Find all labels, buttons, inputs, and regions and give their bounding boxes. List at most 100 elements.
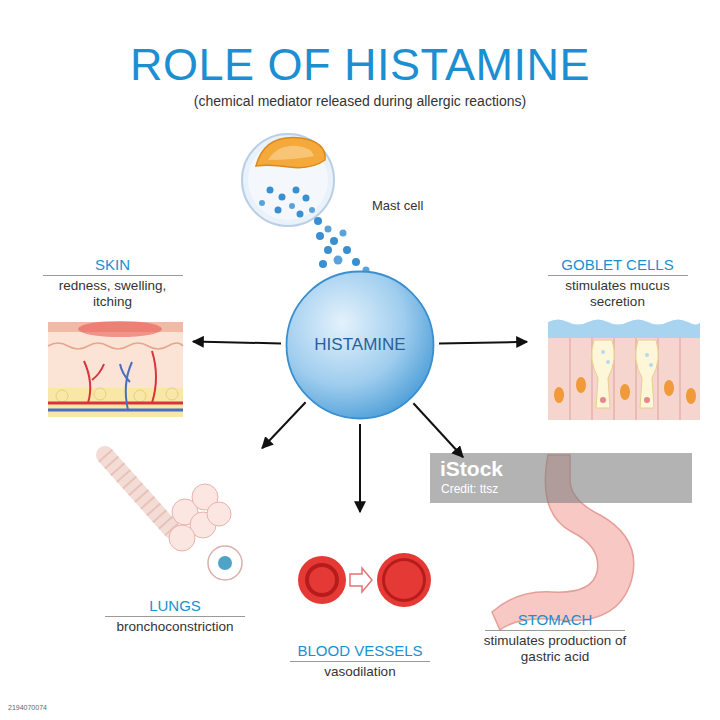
effect-arrow	[413, 403, 463, 457]
mast-cell-illustration	[242, 134, 334, 226]
circle-outline	[287, 272, 434, 419]
watermark-band	[430, 453, 692, 503]
watermark-text: iStock	[440, 456, 503, 481]
watermark-band	[430, 453, 692, 503]
goblet-cells-illustration	[601, 350, 605, 354]
mast-cell-illustration	[340, 230, 347, 237]
organ-heading: BLOOD VESSELS	[290, 641, 430, 662]
lungs-illustration	[207, 502, 231, 526]
lungs-illustration	[105, 455, 172, 530]
mast-cell-illustration	[352, 258, 360, 266]
skin-illustration	[48, 402, 183, 405]
organ-heading: STOMACH	[485, 610, 625, 631]
goblet-cells-illustration	[548, 320, 700, 421]
mast-cell-illustration	[343, 246, 351, 254]
goblet-cells-illustration	[664, 380, 674, 396]
organ-node: BLOOD VESSELS vasodilation	[275, 515, 445, 680]
effect-text: redness, swelling, itching	[38, 278, 188, 310]
mast-cell-illustration	[259, 200, 265, 206]
organ-heading: GOBLET CELLS	[548, 255, 688, 276]
effect-arrow	[359, 424, 361, 512]
skin-illustration	[120, 362, 132, 410]
skin-illustration	[94, 388, 106, 400]
mast-cell-illustration	[256, 138, 325, 168]
goblet-cells-illustration	[686, 388, 696, 404]
mast-cell-illustration	[268, 146, 314, 160]
lungs-illustration	[105, 455, 242, 580]
mast-cell-illustration	[330, 237, 338, 245]
mast-cell-illustration	[309, 207, 315, 213]
goblet-cells-illustration	[592, 340, 615, 408]
skin-illustration	[48, 388, 183, 417]
blood-vessels-illustration	[385, 561, 423, 599]
organ-node: GOBLET CELLSstimulates mucus secretion	[530, 255, 705, 425]
blood-vessels-illustration	[309, 567, 335, 593]
skin-illustration	[134, 390, 146, 402]
effect-arrow	[193, 342, 281, 344]
mast-cell-illustration	[334, 256, 343, 265]
skin-illustration	[78, 321, 162, 337]
image-id: 2194070074	[8, 704, 47, 712]
diagram-title: ROLE OF HISTAMINE	[0, 40, 720, 90]
skin-illustration	[166, 388, 178, 400]
goblet-cells-illustration	[570, 338, 680, 420]
skin-illustration	[152, 351, 156, 403]
goblet-cells-illustration	[576, 377, 586, 393]
mast-cell-illustration	[297, 211, 304, 218]
goblet-cells-illustration	[600, 397, 606, 403]
mast-cell-illustration	[319, 260, 327, 268]
mediator-circle: HISTAMINE	[285, 270, 435, 420]
lungs-illustration	[208, 546, 242, 580]
skin-illustration	[48, 343, 183, 349]
goblet-cells-illustration	[554, 387, 564, 403]
organ-heading: LUNGS	[105, 596, 245, 617]
diagram-subtitle: (chemical mediator released during aller…	[0, 92, 720, 110]
mast-cell-illustration	[293, 187, 300, 194]
mast-cell-illustration	[316, 232, 324, 240]
goblet-cells-illustration	[606, 360, 610, 364]
node-label: HISTAMINE	[314, 335, 405, 355]
goblet-cells-illustration	[645, 353, 649, 357]
mast-cell-illustration	[279, 194, 286, 201]
mast-cell-illustration	[303, 195, 310, 202]
lungs-illustration	[169, 525, 195, 551]
watermark-credit: Credit: ttsz	[441, 482, 498, 496]
blood-vessels-illustration	[377, 553, 431, 607]
skin-illustration	[56, 390, 68, 402]
effect-text: vasodilation	[324, 664, 395, 680]
goblet-cells-illustration	[548, 332, 700, 420]
effect-arrow	[262, 402, 306, 448]
effect-text: stimulates mucus secretion	[543, 278, 693, 310]
goblet-cells-illustration	[644, 397, 650, 403]
skin-illustration	[84, 361, 104, 403]
organ-node: SKINredness, swelling, itching	[35, 255, 190, 425]
mast-cell-illustration	[275, 207, 282, 214]
mast-cell-illustration	[242, 134, 370, 274]
goblet-cells-illustration	[649, 363, 653, 367]
mast-cell-illustration	[267, 187, 274, 194]
organ-node: LUNGS bronchoconstriction	[90, 445, 260, 635]
organ-heading: SKIN	[43, 255, 183, 276]
mast-cell-illustration	[324, 246, 332, 254]
lungs-illustration	[218, 556, 232, 570]
effect-text: bronchoconstriction	[116, 619, 233, 635]
skin-illustration	[48, 409, 183, 412]
blood-vessels-illustration	[382, 558, 426, 602]
lungs-illustration	[105, 455, 172, 530]
cell-label: Mast cell	[372, 198, 423, 214]
goblet-cells-illustration	[636, 340, 659, 408]
goblet-cells-illustration	[548, 320, 700, 339]
blood-vessels-illustration	[298, 553, 431, 607]
mast-cell-illustration	[289, 203, 295, 209]
blood-vessels-illustration	[298, 556, 346, 604]
effect-text: stimulates production of gastric acid	[480, 633, 630, 665]
blood-vessels-illustration	[305, 563, 339, 597]
effect-arrow	[439, 342, 527, 344]
skin-illustration	[48, 322, 183, 417]
goblet-cells-illustration	[620, 384, 630, 400]
mast-cell-illustration	[325, 226, 332, 233]
blood-vessels-illustration	[350, 568, 372, 592]
mast-cell-illustration	[314, 217, 322, 225]
skin-illustration	[48, 321, 183, 417]
